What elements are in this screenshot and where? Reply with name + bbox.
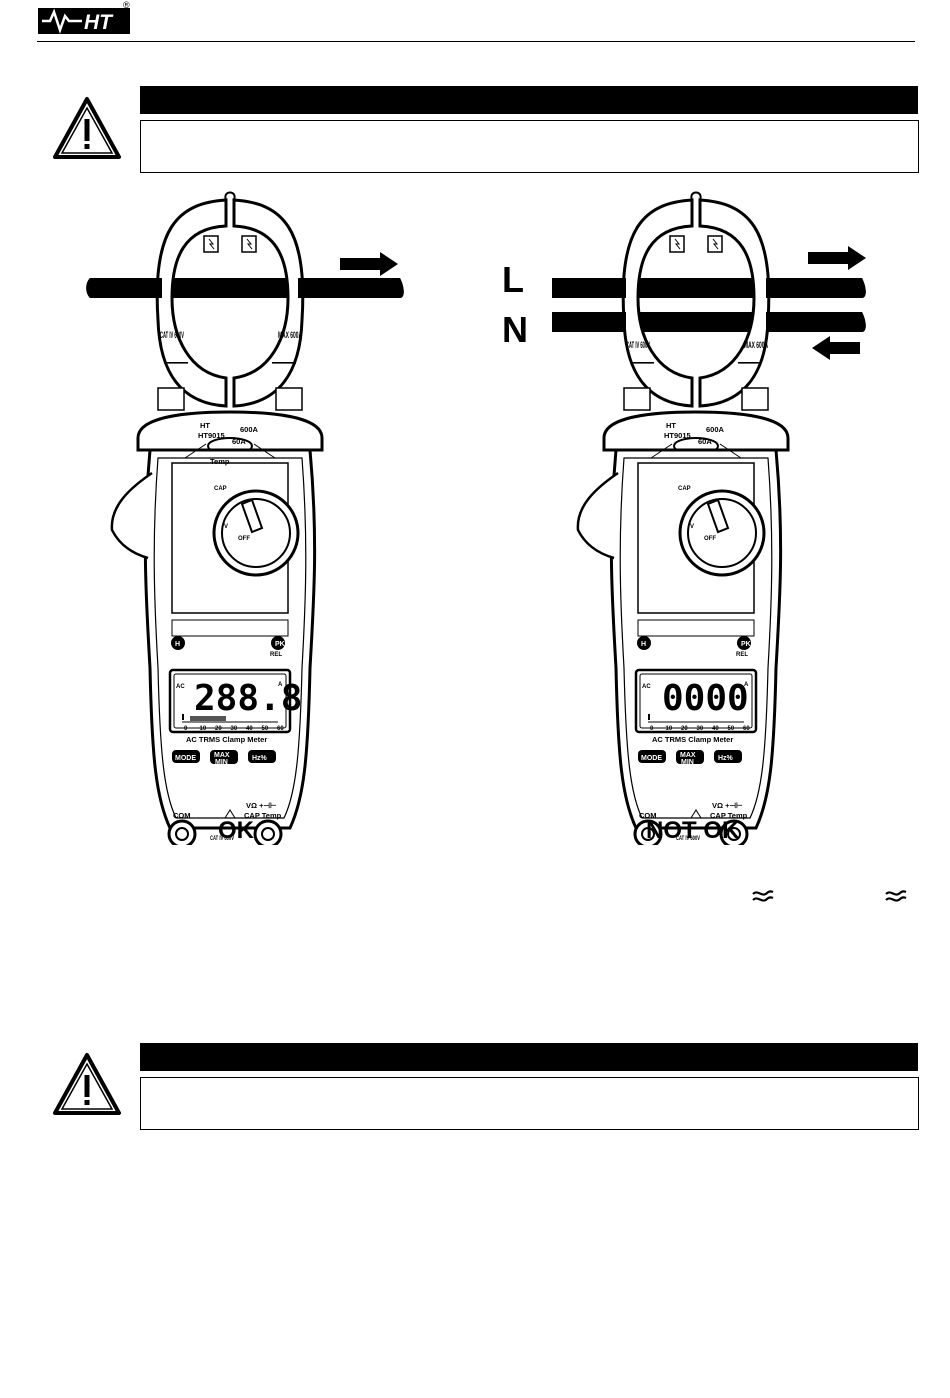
warning-text-box	[140, 1077, 919, 1130]
input-label-2: CAP Temp	[244, 811, 282, 820]
bargraph-tick-label: 10	[200, 726, 207, 732]
ok-label: OK	[218, 817, 255, 844]
meter-brand-r: HT	[666, 421, 676, 430]
bargraph-ticks-left: 0 10 20 30 40 50 60	[184, 726, 284, 732]
clamp-meter-figure: HT HT9015 600A 60A Temp CAP V OFF CAT IV…	[86, 191, 866, 845]
maxmin-line1: MAX	[214, 752, 230, 759]
jack-rating: CAT IV 600V	[210, 836, 234, 842]
bargraph-tick-label: 20	[215, 726, 222, 732]
model-caption-r: AC TRMS Clamp Meter	[652, 735, 733, 744]
max-rating: MAX 600A	[278, 330, 302, 340]
com-label-r: COM	[639, 811, 657, 820]
bargraph-tick-label: 10	[666, 726, 673, 732]
range-60: 60A	[232, 437, 246, 446]
volt-label-r: V	[690, 524, 694, 530]
bargraph-ticks-right: 0 10 20 30 40 50 60	[650, 726, 750, 732]
range-600-r: 600A	[706, 425, 725, 434]
h-label: H	[175, 641, 180, 648]
rel-label: REL	[270, 652, 282, 658]
bargraph-tick-label: 30	[697, 726, 704, 732]
cap-label-r: CAP	[678, 486, 691, 492]
ac-dc-symbol-icon	[752, 890, 774, 902]
range-600: 600A	[240, 425, 259, 434]
warning-triangle-icon	[53, 97, 121, 159]
bargraph-tick-label: 60	[743, 726, 750, 732]
meter-model: HT9015	[198, 431, 225, 440]
warning-triangle-icon	[53, 1053, 121, 1115]
cat-rating: CAT IV 600V	[160, 330, 184, 340]
hz-button-r: Hz%	[718, 755, 734, 762]
input-label-1-r: VΩ +⊣⊢	[712, 800, 743, 810]
com-label: COM	[173, 811, 191, 820]
bargraph-tick-label: 30	[231, 726, 238, 732]
maxmin-line2: MIN	[215, 759, 228, 766]
jack-rating-r: CAT IV 600V	[676, 836, 700, 842]
wire-label-n: N	[502, 309, 528, 350]
a-label-r: A	[744, 682, 749, 688]
input-label-2-r: CAP Temp	[710, 811, 748, 820]
warning-text-box	[140, 120, 919, 173]
logo-text: HT	[84, 11, 114, 34]
meter-model-r: HT9015	[664, 431, 691, 440]
registered-mark: ®	[123, 0, 130, 10]
bargraph-tick-label: 60	[277, 726, 284, 732]
ht-logo: HT	[38, 8, 130, 34]
warning-title-bar	[140, 86, 918, 114]
bargraph-tick-label: 40	[712, 726, 719, 732]
mode-button: MODE	[175, 755, 196, 762]
max-rating-r: MAX 600A	[744, 340, 768, 350]
wire-label-l: L	[502, 259, 524, 300]
arrow-left-icon	[812, 336, 860, 360]
mode-button-r: MODE	[641, 755, 662, 762]
not-ok-label: NOT OK	[646, 817, 740, 844]
bargraph-tick-label: 0	[650, 726, 654, 732]
warning-title-bar	[140, 1043, 918, 1071]
notok-reading: 0000	[662, 678, 749, 719]
arrow-right-icon	[808, 246, 866, 270]
pk-label-r: PK	[741, 641, 751, 648]
maxmin-line2-r: MIN	[681, 759, 694, 766]
ac-label-r: AC	[642, 684, 651, 690]
ac-dc-symbol-icon	[885, 890, 907, 902]
bargraph-fill	[190, 716, 226, 721]
bargraph-tick-label: 20	[681, 726, 688, 732]
off-label: OFF	[238, 536, 250, 542]
hz-button: Hz%	[252, 755, 268, 762]
off-label-r: OFF	[704, 536, 716, 542]
cat-rating-r: CAT IV 600V	[626, 340, 650, 350]
model-caption: AC TRMS Clamp Meter	[186, 735, 267, 744]
range-60-r: 60A	[698, 437, 712, 446]
pk-label: PK	[275, 641, 285, 648]
bargraph-tick-label: 50	[262, 726, 269, 732]
ac-label: AC	[176, 684, 185, 690]
maxmin-line1-r: MAX	[680, 752, 696, 759]
bargraph-tick-label: 40	[246, 726, 253, 732]
temp-label: Temp	[210, 457, 230, 466]
a-label: A	[278, 682, 283, 688]
bargraph-tick-label: 50	[728, 726, 735, 732]
input-label-1: VΩ +⊣⊢	[246, 800, 277, 810]
volt-label: V	[224, 524, 228, 530]
bargraph-tick-label: 0	[184, 726, 188, 732]
arrow-right-icon	[340, 252, 398, 276]
meter-brand: HT	[200, 421, 210, 430]
ok-reading: 288.8	[194, 678, 302, 719]
header-rule	[37, 41, 915, 42]
cap-label: CAP	[214, 486, 227, 492]
h-label-r: H	[641, 641, 646, 648]
rel-label-r: REL	[736, 652, 748, 658]
